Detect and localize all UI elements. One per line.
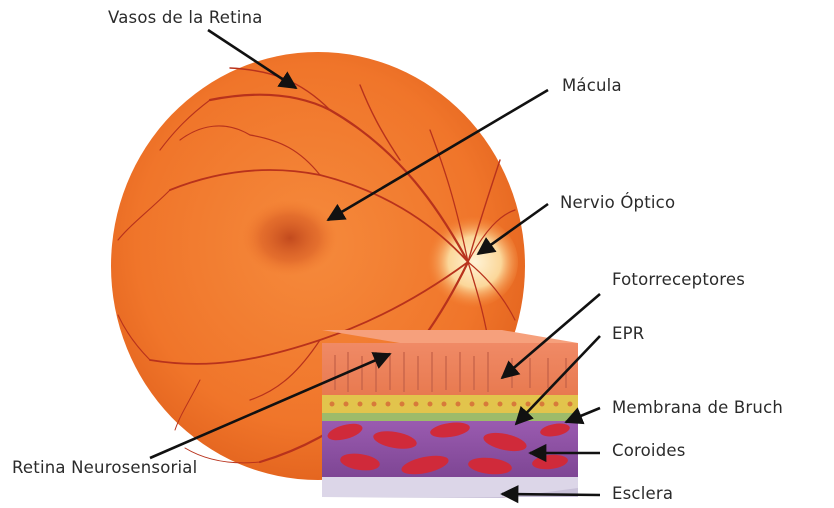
arrow-esclera xyxy=(502,494,600,495)
optic-disc xyxy=(422,216,518,308)
label-epr: EPR xyxy=(612,324,644,343)
label-vasos: Vasos de la Retina xyxy=(108,8,263,27)
label-membrana-bruch: Membrana de Bruch xyxy=(612,398,783,417)
retina-cross-section xyxy=(322,330,578,498)
neurosensory-layer xyxy=(322,343,578,395)
label-nervio-optico: Nervio Óptico xyxy=(560,193,675,212)
label-macula: Mácula xyxy=(562,76,622,95)
label-fotorreceptores: Fotorreceptores xyxy=(612,270,745,289)
label-retina-neurosensorial: Retina Neurosensorial xyxy=(12,458,197,477)
label-coroides: Coroides xyxy=(612,441,686,460)
macula-spot xyxy=(242,200,338,276)
label-esclera: Esclera xyxy=(612,484,673,503)
bruch-band xyxy=(322,413,578,421)
